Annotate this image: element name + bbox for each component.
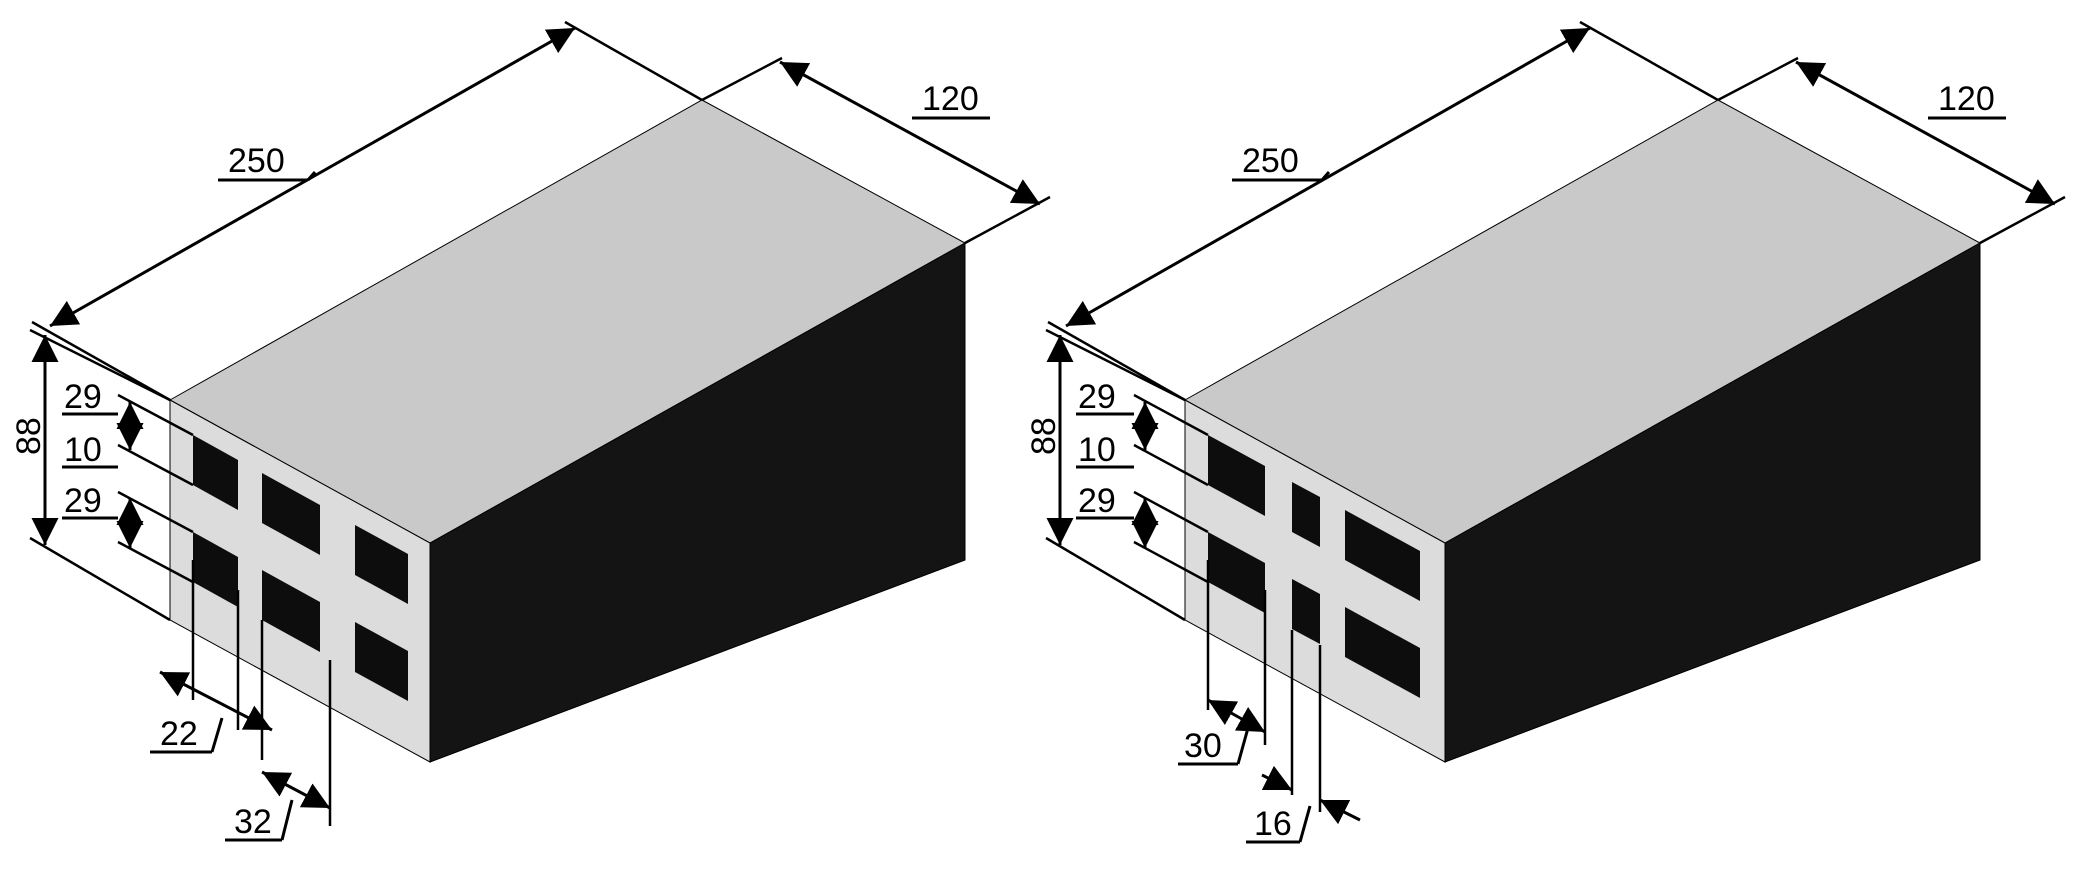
width-label: 120 (1938, 80, 1995, 118)
dimension-cols: 30 16 (1178, 560, 1361, 844)
cavity (1208, 532, 1265, 613)
dimension-length: 250 (31, 20, 703, 402)
cavity (1345, 607, 1420, 698)
dimension-width: 120 (1717, 56, 2066, 245)
col-dim-2: 32 (234, 803, 272, 841)
dimension-height: 88 (1025, 328, 1186, 622)
brick-right: 250 120 88 29 10 29 (1025, 20, 2066, 844)
cavity (262, 570, 320, 652)
col-dim-1: 30 (1184, 727, 1222, 765)
cavity (355, 525, 408, 604)
cavity (1345, 510, 1420, 601)
dimension-rows: 29 10 29 (1076, 378, 1209, 584)
row-dim-3: 29 (64, 482, 102, 520)
cavities (193, 435, 408, 701)
dimension-rows: 29 10 29 (62, 378, 194, 584)
dimension-length: 250 (1047, 20, 1719, 402)
dimension-cols: 22 32 (150, 560, 332, 842)
length-label: 250 (1242, 142, 1299, 180)
col-dim-2: 16 (1254, 805, 1292, 843)
width-label: 120 (922, 80, 979, 118)
cavity (355, 622, 408, 701)
cavity (1292, 579, 1320, 644)
cavity (262, 473, 320, 555)
brick-left: 250 120 88 29 10 (10, 20, 1051, 842)
cavity (193, 532, 238, 607)
cavity (193, 435, 238, 510)
row-dim-2: 10 (64, 431, 102, 469)
dimension-height: 88 (10, 328, 171, 622)
col-dim-1: 22 (160, 715, 198, 753)
row-dim-2: 10 (1078, 431, 1116, 469)
height-label: 88 (10, 417, 48, 455)
dimension-width: 120 (701, 56, 1051, 245)
row-dim-3: 29 (1078, 482, 1116, 520)
row-dim-1: 29 (64, 378, 102, 416)
cavities (1208, 435, 1420, 698)
length-label: 250 (228, 142, 285, 180)
cavity (1208, 435, 1265, 516)
height-label: 88 (1025, 417, 1063, 455)
row-dim-1: 29 (1078, 378, 1116, 416)
cavity (1292, 482, 1320, 547)
